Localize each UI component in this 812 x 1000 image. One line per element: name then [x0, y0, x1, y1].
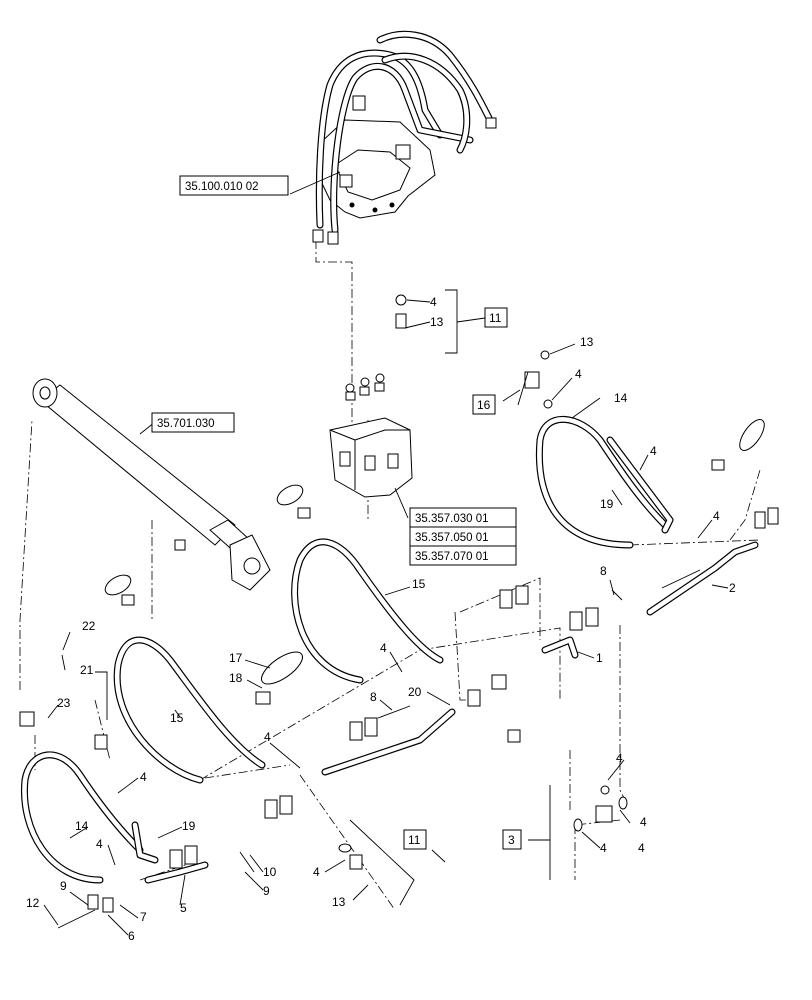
- callout-17: 17: [229, 651, 243, 665]
- callout-14: 14: [75, 819, 89, 833]
- boxed-callouts: 11 16 3 11: [403, 307, 522, 850]
- reference-35-357-070-01: 35.357.070 01: [415, 551, 489, 563]
- callout-15: 15: [412, 577, 426, 591]
- callout-2: 2: [729, 581, 736, 595]
- callout-8: 8: [370, 690, 377, 704]
- valve-bracket-assembly: [312, 30, 497, 245]
- callout-4: 4: [616, 751, 623, 765]
- callout-4: 4: [575, 367, 582, 381]
- callout-4: 4: [380, 641, 387, 655]
- callout-14: 14: [614, 391, 628, 405]
- hoses: [20, 415, 669, 884]
- callout-23: 23: [57, 696, 71, 710]
- callout-4: 4: [430, 295, 437, 309]
- fittings: [19, 294, 701, 929]
- callout-4: 4: [313, 865, 320, 879]
- reference-35-357-030-01: 35.357.030 01: [415, 513, 489, 525]
- boxed-callout-11: 11: [489, 311, 502, 325]
- callout-19: 19: [600, 497, 614, 511]
- callout-5: 5: [180, 901, 187, 915]
- callout-9: 9: [263, 884, 270, 898]
- callout-1: 1: [596, 651, 603, 665]
- callout-7: 7: [140, 910, 147, 924]
- callout-10: 10: [263, 865, 277, 879]
- callout-18: 18: [229, 671, 243, 685]
- callout-4: 4: [638, 841, 645, 855]
- callout-4: 4: [650, 444, 657, 458]
- callout-13: 13: [430, 315, 444, 329]
- callout-9: 9: [60, 879, 67, 893]
- reference-35-357-050-01: 35.357.050 01: [415, 532, 489, 544]
- clamps: [104, 419, 765, 705]
- callout-4: 4: [264, 730, 271, 744]
- callout-8: 8: [600, 564, 607, 578]
- callout-4: 4: [600, 841, 607, 855]
- callout-4: 4: [96, 837, 103, 851]
- callout-labels: 4 13 13 4 14 4 19 4 2 8 15 4 1 22 17 18 …: [26, 295, 736, 943]
- callout-12: 12: [26, 896, 40, 910]
- callout-15: 15: [170, 711, 184, 725]
- reference-35-100-010-02: 35.100.010 02: [185, 181, 259, 193]
- callout-22: 22: [82, 619, 96, 633]
- callout-4: 4: [640, 815, 647, 829]
- callout-4: 4: [140, 770, 147, 784]
- brackets: [94, 507, 779, 869]
- reference-35-701-030: 35.701.030: [157, 418, 215, 430]
- callout-21: 21: [80, 663, 94, 677]
- callout-13: 13: [332, 895, 346, 909]
- reference-boxes: 35.100.010 02 35.701.030 35.357.030 01 3…: [151, 175, 517, 566]
- callout-13: 13: [580, 335, 594, 349]
- tubes: [131, 436, 759, 884]
- callout-20: 20: [408, 685, 422, 699]
- boxed-callout-3: 3: [508, 833, 515, 847]
- boxed-callout-16: 16: [477, 398, 491, 412]
- assembly-centerlines: [19, 240, 761, 911]
- callout-4: 4: [713, 509, 720, 523]
- leader-lines: [43, 171, 729, 936]
- control-valve: [329, 373, 413, 498]
- callout-19: 19: [182, 819, 196, 833]
- boxed-callout-11: 11: [408, 833, 421, 847]
- callout-6: 6: [128, 929, 135, 943]
- hydraulic-cylinder: [32, 378, 271, 591]
